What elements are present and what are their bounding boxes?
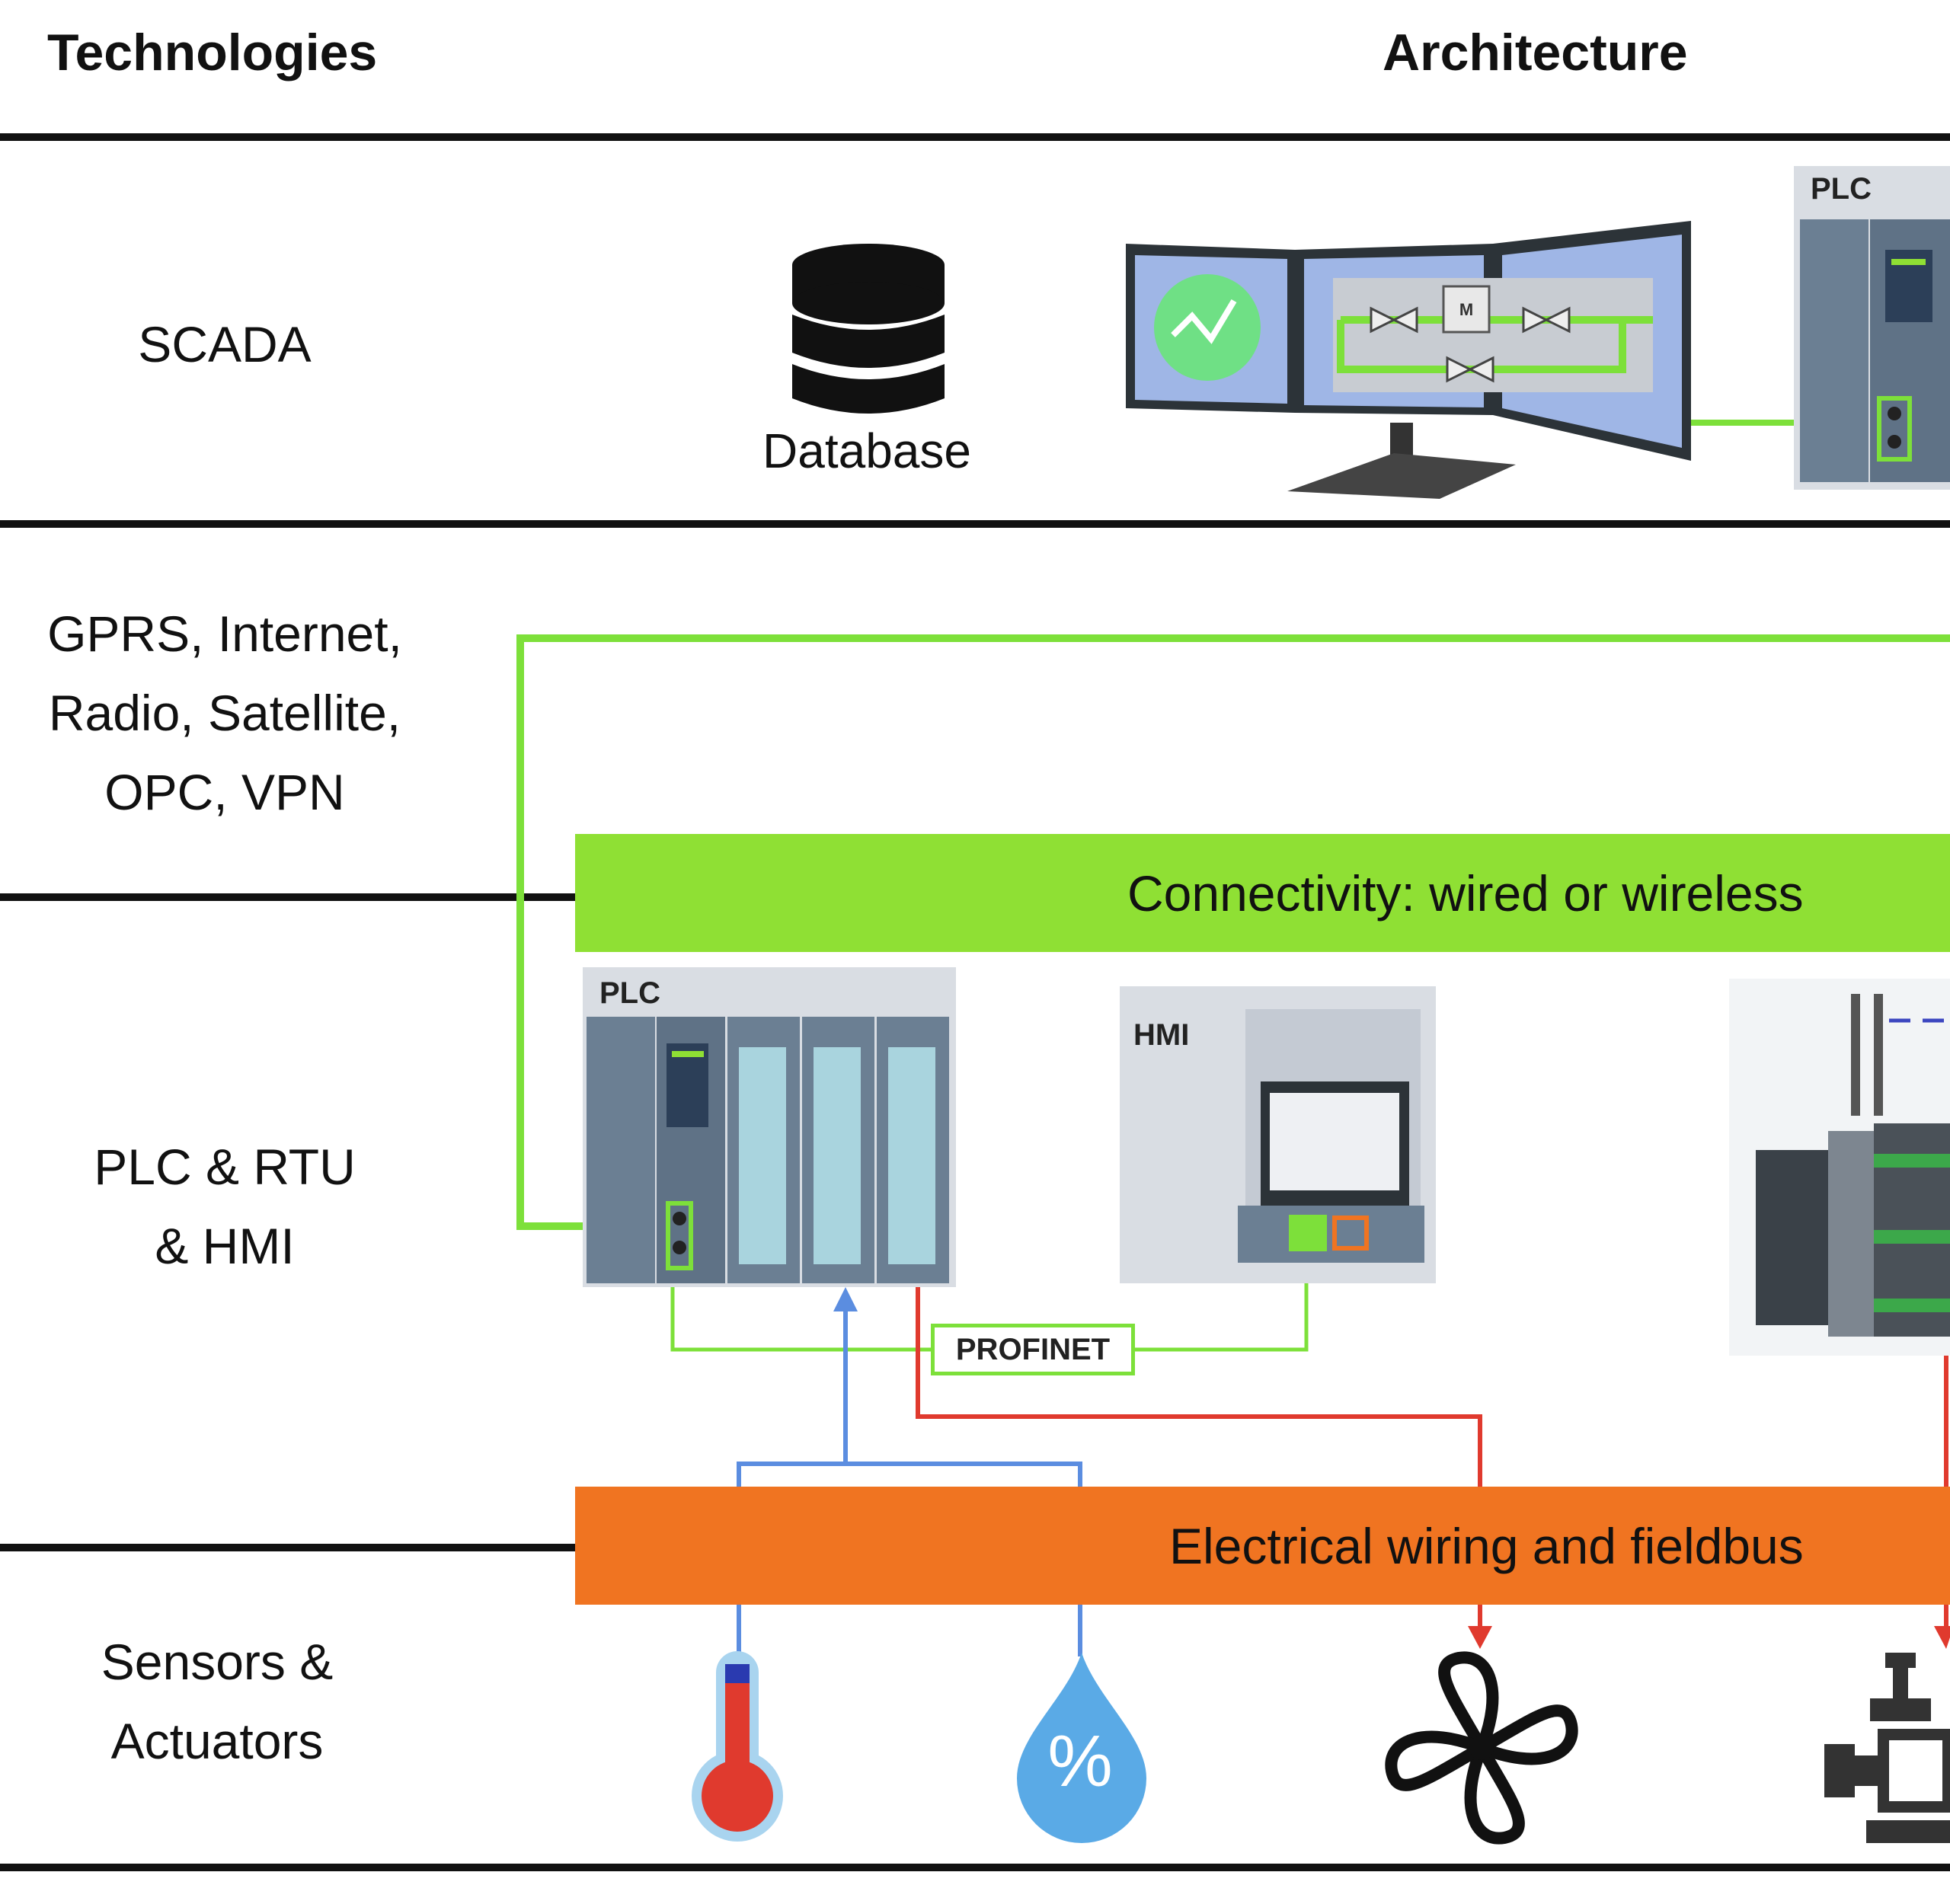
plc-icon (1800, 219, 1950, 482)
hmi-label: HMI (1133, 1018, 1190, 1052)
row-label-scada: SCADA (138, 316, 312, 372)
plc-top: PLC (1794, 166, 1950, 490)
row-label-sensors: Sensors & Actuators (101, 1634, 334, 1769)
connectivity-band-label: Connectivity: wired or wireless (1127, 864, 1804, 922)
row-label-plc-rtu-hmi: PLC & RTU & HMI (94, 1139, 356, 1274)
header-architecture: Architecture (1383, 24, 1688, 81)
valve-arrow-head (1934, 1626, 1950, 1649)
hmi-icon (1238, 1009, 1424, 1263)
thermometer-icon (692, 1651, 783, 1842)
header-technologies: Technologies (47, 24, 378, 81)
motor-label: M (1459, 300, 1473, 319)
profinet-label: PROFINET (931, 1324, 1135, 1375)
monitor-icon: M (1126, 221, 1691, 499)
plc-icon (587, 1017, 949, 1283)
fan-icon (1385, 1651, 1578, 1845)
sensor-arrow-head (833, 1287, 858, 1311)
plc-top-label: PLC (1811, 172, 1872, 206)
connectivity-band: Connectivity: wired or wireless (575, 834, 1950, 952)
database-icon (792, 244, 945, 414)
humidity-percent: % (1047, 1720, 1113, 1802)
row-label-comms: GPRS, Internet, Radio, Satellite, OPC, V… (47, 605, 402, 820)
rtu-icon (1729, 979, 1950, 1356)
wiring-band: Electrical wiring and fieldbus (575, 1487, 1950, 1605)
plc-field-label: PLC (599, 976, 660, 1010)
valve-icon (1824, 1653, 1950, 1843)
plc-field: PLC (583, 967, 956, 1287)
humidity-drop-icon (1017, 1653, 1146, 1843)
hmi-panel: HMI (1120, 986, 1436, 1283)
wiring-band-label: Electrical wiring and fieldbus (1169, 1517, 1804, 1574)
fan-arrow-head (1468, 1626, 1492, 1649)
database-label: Database (762, 423, 971, 478)
